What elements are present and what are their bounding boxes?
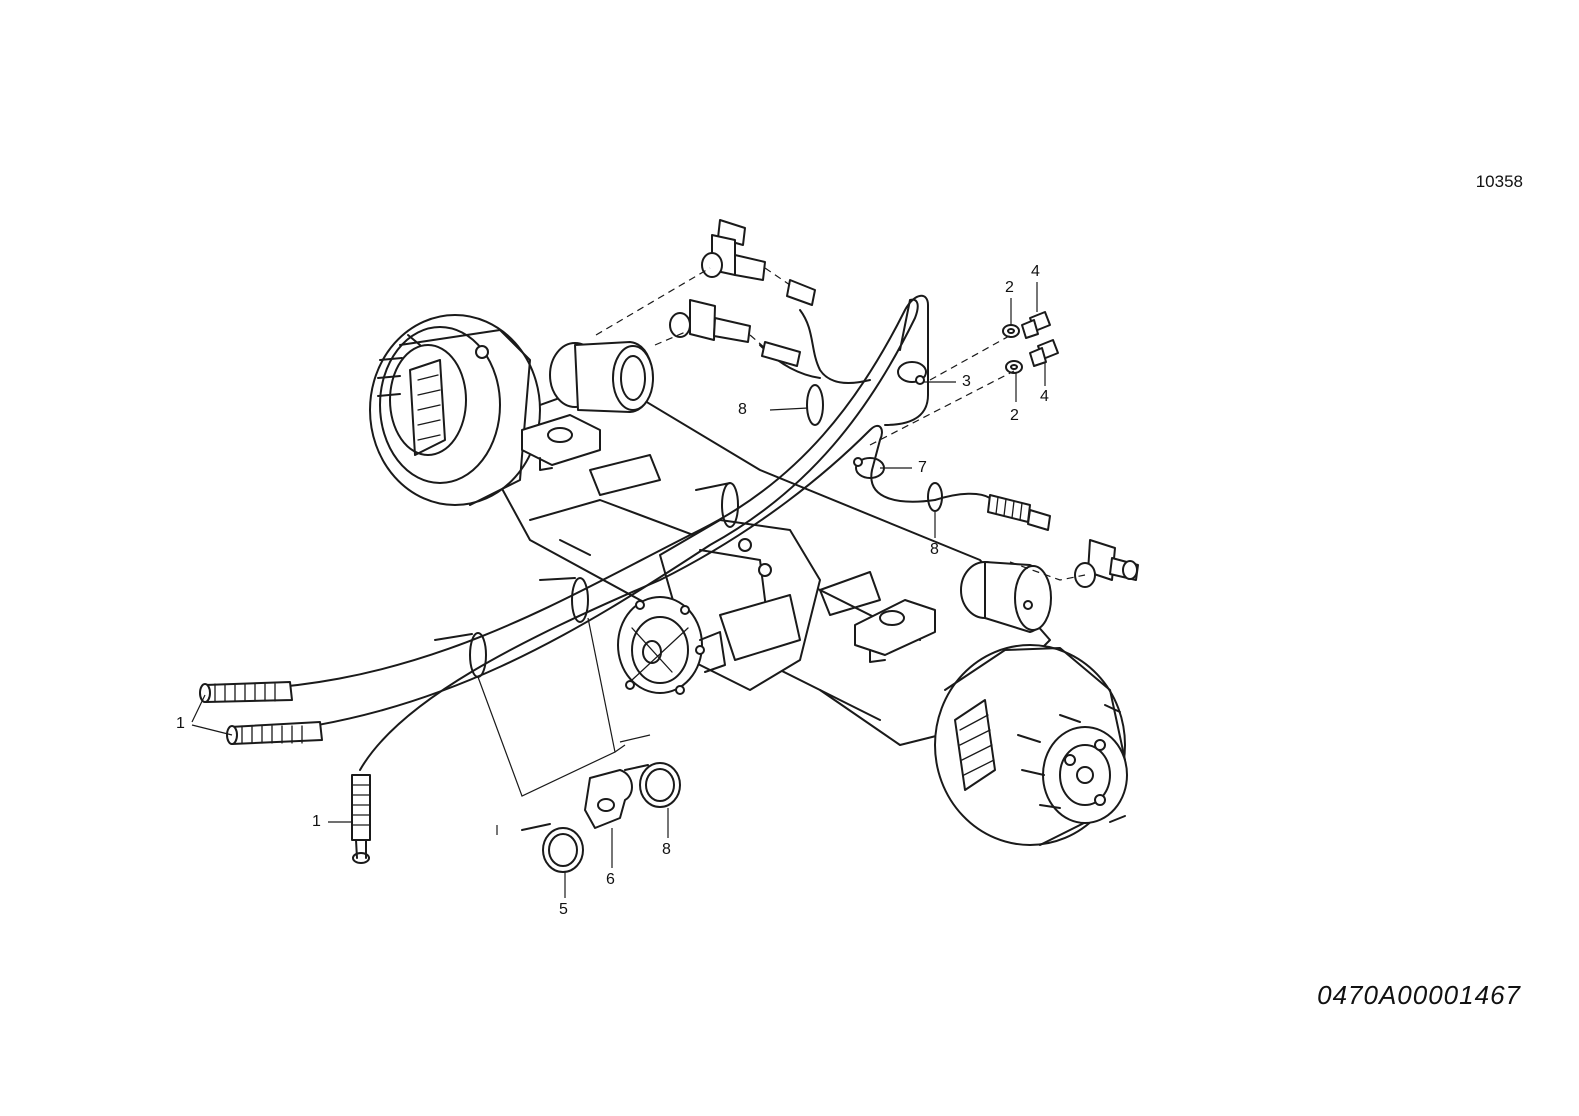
callout-2-washer-upper: 2: [1005, 279, 1014, 296]
drawing-number: 0470A00001467: [1317, 980, 1521, 1010]
callout-6-block: 6: [606, 871, 615, 888]
callout-1-hose: 1: [312, 813, 321, 830]
callout-4-bolt-lower: 4: [1040, 388, 1049, 405]
left-brake-drum: [369, 314, 541, 506]
right-brake-drum: [934, 644, 1128, 846]
right-brake-chamber: [960, 561, 1052, 633]
callout-2-washer-lower: 2: [1010, 407, 1019, 424]
bundle-clips: [434, 384, 943, 678]
callout-5-clip: 5: [559, 901, 568, 918]
left-spring-pad: [521, 414, 661, 496]
callout-8-tie-right: 8: [930, 541, 939, 558]
loose-clip-parts: [521, 762, 681, 873]
callout-7-clip: 7: [918, 459, 927, 476]
callout-1-hoses: 1: [176, 715, 185, 732]
callout-4-bolt-upper: 4: [1031, 263, 1040, 280]
callout-8-tie-detail: 8: [662, 841, 671, 858]
document-reference-number: 10358: [1475, 172, 1523, 191]
callout-3-clip: 3: [962, 373, 971, 390]
pinion-flange: [617, 596, 726, 695]
right-spring-pad: [819, 571, 936, 663]
detail-bracket: [477, 617, 651, 835]
tee-fittings: [669, 219, 1139, 588]
assembly-dash-lines: [595, 267, 1086, 581]
brake-hoses: [199, 279, 1051, 864]
left-brake-chamber: [549, 341, 654, 413]
callout-leaders: [191, 282, 1046, 898]
washers-and-bolts: [1002, 311, 1059, 374]
callout-8-tie-upper: 8: [738, 401, 747, 418]
